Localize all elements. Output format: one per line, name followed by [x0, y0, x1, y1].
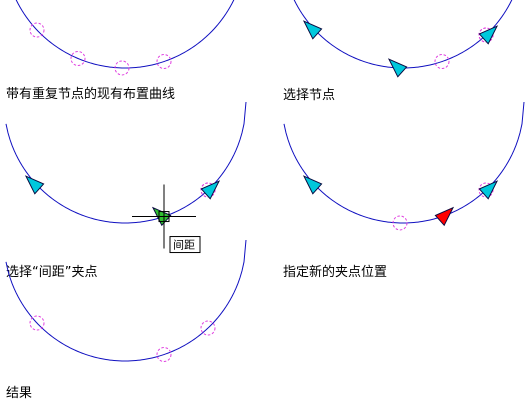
caption-panel-4: 指定新的夹点位置 [283, 264, 387, 280]
panel-1: 带有重复节点的现有布置曲线 [6, 0, 235, 102]
node-circle [434, 54, 450, 70]
node-circle [29, 315, 45, 331]
tooltip-spacing: 间距 [169, 236, 201, 254]
node-circle [200, 320, 216, 336]
node-grip-icon[interactable] [478, 25, 499, 45]
selected-grip-icon[interactable] [434, 206, 455, 227]
node-grip-icon[interactable] [302, 20, 323, 40]
panel-2: 选择节点 [283, 0, 513, 103]
node-circle [29, 22, 45, 38]
crosshair-cursor-icon [132, 184, 196, 249]
node-grip-icon[interactable] [302, 175, 323, 195]
node-grip-icon[interactable] [24, 175, 45, 195]
node-circle [114, 60, 130, 76]
panel-5: 结果 [5, 239, 247, 401]
caption-panel-1: 带有重复节点的现有布置曲线 [6, 86, 175, 102]
node-grip-icon[interactable] [478, 180, 499, 200]
layout-curve [5, 101, 247, 224]
layout-curve [15, 0, 235, 69]
tooltip-label: 间距 [173, 239, 195, 252]
caption-panel-5: 结果 [6, 386, 32, 401]
caption-panel-3: 选择“间距”夹点 [6, 265, 97, 280]
node-circle [392, 215, 408, 231]
node-circle [70, 51, 86, 66]
caption-panel-2: 选择节点 [283, 88, 335, 103]
node-circle [156, 54, 172, 70]
layout-curve [5, 239, 247, 362]
panel-3: 选择“间距”夹点 间距 [5, 101, 247, 280]
layout-curve [283, 101, 525, 224]
panel-4: 指定新的夹点位置 [283, 101, 525, 280]
node-grip-icon[interactable] [200, 180, 221, 200]
node-circle [156, 347, 172, 363]
node-grip-icon[interactable] [387, 58, 408, 78]
